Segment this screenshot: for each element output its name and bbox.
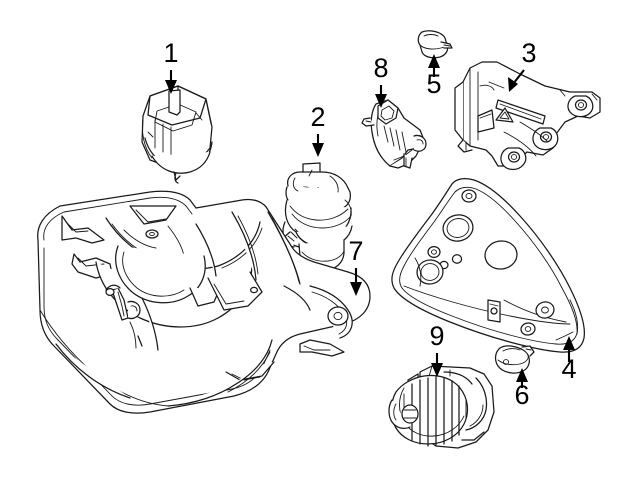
callout-7-label: 7: [348, 236, 363, 266]
callout-1: 1: [163, 38, 179, 94]
callout-4-label: 4: [561, 354, 576, 384]
callout-6: 6: [514, 368, 530, 410]
callout-8-label: 8: [373, 53, 388, 83]
part-9-transmission-mount-ribbed: [388, 365, 495, 449]
part-1-engine-mount-square-top: [141, 85, 213, 184]
part-4-triangular-support-bracket: [391, 178, 586, 353]
callout-9-arrowhead: [431, 363, 443, 377]
callout-6-label: 6: [514, 380, 529, 410]
part-2-hydraulic-engine-mount: [282, 162, 353, 272]
callout-4: 4: [561, 336, 577, 384]
part-6-bushing-stopper-lower: [494, 345, 535, 374]
callout-3-label: 3: [521, 38, 536, 68]
callout-6-arrowhead: [516, 368, 528, 382]
callout-8: 8: [373, 53, 389, 108]
callout-1-arrowhead: [165, 80, 177, 94]
callout-1-label: 1: [163, 38, 178, 68]
callout-9-label: 9: [429, 321, 444, 351]
callout-2-arrowhead: [312, 143, 324, 157]
callout-3: 3: [508, 38, 537, 92]
callout-5-label: 5: [426, 69, 441, 99]
part-3-engine-mount-bracket: [454, 61, 601, 171]
callout-5-arrowhead: [428, 54, 440, 68]
callout-8-arrowhead: [375, 94, 387, 108]
callout-7-arrowhead: [350, 282, 362, 296]
callout-3-leader: [512, 69, 525, 85]
callout-2-label: 2: [310, 102, 325, 132]
part-8-ribbed-support-bracket: [361, 99, 427, 169]
callout-2: 2: [310, 102, 326, 157]
callout-3-arrowhead: [508, 77, 518, 92]
callout-5: 5: [426, 54, 442, 99]
callout-4-arrowhead: [563, 336, 575, 350]
callout-9: 9: [429, 321, 445, 377]
part-5-bushing-stopper-upper: [417, 30, 453, 59]
callout-7: 7: [348, 236, 364, 296]
part-7-engine-cradle-subframe: [37, 190, 371, 414]
